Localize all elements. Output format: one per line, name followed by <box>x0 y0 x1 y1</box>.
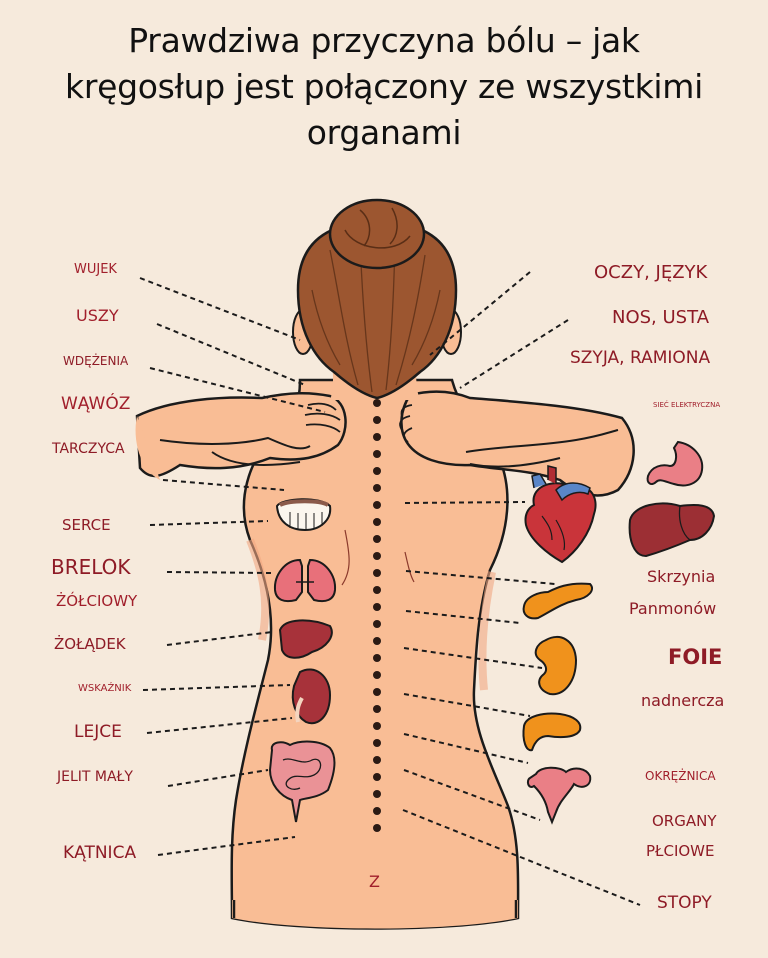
head <box>292 198 462 400</box>
label-oczy-jezyk: OCZY, JĘZYK <box>594 262 708 283</box>
lungs-icon <box>273 558 337 603</box>
title-line-3: organami <box>306 113 462 152</box>
label-wawoz: WĄWÓZ <box>61 394 131 414</box>
label-tarczyca: TARCZYCA <box>52 441 125 457</box>
kidney-orange-icon <box>534 635 578 696</box>
label-katnica: KĄTNICA <box>63 843 137 863</box>
spine-label-z: Z <box>369 872 380 891</box>
label-nos-usta: NOS, USTA <box>612 307 710 328</box>
label-skrzynia: Skrzynia <box>647 567 716 586</box>
label-jelit-maly: JELIT MAŁY <box>57 769 133 785</box>
label-plciowe: PŁCIOWE <box>646 842 715 860</box>
label-zolciowy: ŻÓŁCIOWY <box>56 592 138 610</box>
stomach-icon <box>646 440 704 487</box>
page-title: Prawdziwa przyczyna bólu – jak kręgosłup… <box>0 18 768 156</box>
label-siec-elektryczna: SIEĆ ELEKTRYCZNA <box>653 401 721 409</box>
label-organy: ORGANY <box>652 812 717 830</box>
uterus-icon <box>526 766 592 825</box>
label-szyja-ramiona: SZYJA, RAMIONA <box>570 348 711 368</box>
label-brelok: BRELOK <box>51 555 131 579</box>
gallbladder-icon <box>522 712 582 752</box>
left-arm <box>135 391 347 480</box>
label-lejce: LEJCE <box>74 722 122 742</box>
label-foie: FOIE <box>668 645 723 669</box>
right-arm <box>399 390 635 497</box>
liver-icon <box>278 619 333 659</box>
label-wskaznik: WSKAŹNIK <box>78 683 132 694</box>
label-nadnercza: nadnercza <box>641 691 725 710</box>
spine-dots <box>373 399 381 832</box>
label-okreznica: OKRĘŻNICA <box>645 769 716 783</box>
title-line-1: Prawdziwa przyczyna bólu – jak <box>128 21 640 60</box>
connector-lines <box>139 271 641 906</box>
pancreas-icon <box>522 582 594 620</box>
label-serce: SERCE <box>62 516 111 534</box>
label-uszy: USZY <box>76 306 119 325</box>
teeth-icon <box>275 498 332 532</box>
label-zoladek: ŻOŁĄDEK <box>54 635 126 653</box>
label-stopy: STOPY <box>657 893 712 913</box>
label-wujek: WUJEK <box>74 262 117 277</box>
liver-right-icon <box>628 502 716 558</box>
title-line-2: kręgosłup jest połączony ze wszystkimi <box>65 67 703 106</box>
intestines-icon <box>268 740 336 823</box>
heart-icon <box>524 465 597 564</box>
label-panmonow: Panmonów <box>629 599 717 618</box>
kidney-icon <box>291 668 332 725</box>
label-wdezenia: WDĘŻENIA <box>63 354 129 368</box>
